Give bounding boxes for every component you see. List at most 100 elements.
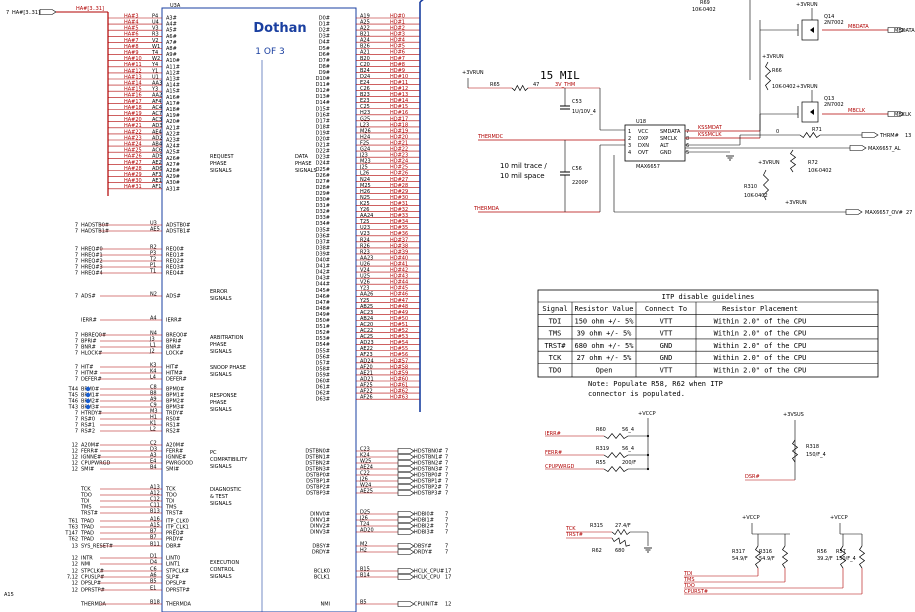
addr-ball-label: AE2 [152, 160, 162, 166]
dsr-label: DSR# [745, 474, 760, 480]
strobe-pin-name: BCLK0 [314, 569, 330, 575]
q13-mosfet [810, 109, 814, 115]
signal-ref: 12 [72, 562, 78, 568]
u18-pin-num: 8 [686, 136, 689, 142]
signal-net: A20M# [81, 443, 99, 449]
strobe-ball: AE25 [360, 488, 373, 494]
thrm-ref: 13 [905, 133, 911, 139]
signal-net: HREQ#0 [81, 247, 103, 253]
signal-pin-name: HITM# [166, 371, 183, 377]
addr-pin-name: A22# [166, 131, 180, 137]
term-resistor [754, 545, 762, 569]
data-pin-name: D19# [316, 130, 330, 136]
vccp-label-1: +VCCP [638, 411, 656, 417]
junction-dot [646, 453, 650, 457]
data-ball-label: G25 [360, 116, 370, 122]
strobe-ball: H2 [360, 547, 367, 553]
r65-value: 47 [533, 82, 539, 88]
data-ball-label: L23 [360, 122, 369, 128]
addr-net-label: HA#18 [124, 105, 142, 111]
data-net-label: HD#33 [390, 213, 408, 219]
u18-pin-num: 3 [628, 143, 631, 149]
signal-ball: A6 [150, 572, 157, 578]
strobe-net: DRDY# [414, 550, 432, 556]
thermda-label: THERMDA [473, 206, 500, 212]
data-net-label: HD#13 [390, 92, 408, 98]
signal-ref: T45 [68, 393, 78, 399]
ov-ref: 27 [906, 210, 912, 216]
data-net-label: HD#25 [390, 165, 408, 171]
response-label: RESPONSE [210, 393, 237, 399]
strobe-ref: 7 [445, 524, 448, 530]
data-ball-label: H23 [360, 110, 370, 116]
addr-ball-label: Y4 [151, 62, 158, 68]
pullup-value: 56_4 [622, 446, 634, 452]
data-ball-label: M26 [360, 128, 371, 134]
data-pin-name: D24# [316, 161, 330, 167]
addr-pin-name: A3# [166, 16, 177, 22]
data-pin-name: D54# [316, 342, 330, 348]
signal-pin-name: BPM1# [166, 393, 184, 399]
signal-net: HREQ#3 [81, 265, 103, 271]
data-net-label: HD#59 [390, 370, 408, 376]
signal-net: TCK [80, 487, 91, 493]
data-pin-name: D52# [316, 330, 330, 336]
r62-value: 680 [615, 548, 625, 554]
strobe-ref: 7 [445, 518, 448, 524]
signal-net: TPAD [80, 519, 94, 525]
strobe-ball: M2 [360, 541, 368, 547]
strobe-ref: 17 [445, 569, 451, 575]
r310-ref: R310 [744, 184, 757, 190]
data-pin-name: D58# [316, 366, 330, 372]
chip-part-number: 1 OF 3 [255, 47, 284, 57]
signal-ball: D4 [150, 559, 157, 565]
data-ball-label: T25 [359, 219, 369, 225]
signal-pin-name: PWRGOOD [166, 461, 193, 467]
signal-ref: 7 [75, 371, 78, 377]
r318-resistor [791, 439, 799, 463]
signal-ball: B13 [150, 508, 160, 514]
r65-ref: R65 [490, 82, 500, 88]
addr-net-label: HA#9 [124, 50, 139, 56]
data-net-label: HD#46 [390, 292, 408, 298]
signal-net: THERMDA [80, 602, 107, 608]
addr-net-label: HA#31 [124, 184, 142, 190]
r66-resistor [764, 61, 772, 91]
signal-ball: B7 [150, 534, 157, 540]
r71-ref: R71 [812, 127, 822, 133]
r69-value: 10K-0402 [692, 7, 716, 13]
data-ball-label: U26 [360, 261, 370, 267]
data-ball-label: C20 [360, 62, 370, 68]
data-ball-label: AD21 [360, 376, 374, 382]
addr-ball-label: AE1 [152, 178, 162, 184]
data-ball-label: A21 [360, 50, 370, 56]
jtag-label: CPURST# [684, 589, 708, 595]
addr-net-label: HA#14 [124, 81, 142, 87]
signal-ref: 12 [72, 455, 78, 461]
junction-dot [646, 467, 650, 471]
signal-pin-name: A20M# [166, 443, 184, 449]
signal-ball: K1 [150, 420, 156, 426]
data-ball-label: E23 [360, 98, 370, 104]
r71-resistor [799, 131, 821, 139]
addr-ball-label: AC4 [152, 105, 162, 111]
addr-ball-label: AF1 [152, 184, 161, 190]
data-pin-name: D21# [316, 143, 330, 149]
signal-ball: B5 [150, 578, 157, 584]
signal-pin-name: IGNNE# [166, 455, 186, 461]
trst-label: TRST# [565, 532, 583, 538]
addr-ball-label: AA2 [152, 93, 162, 99]
data-net-label: HD#56 [390, 352, 408, 358]
strobe-ref: 7 [445, 473, 448, 479]
signal-pin-name: ADSTB1# [166, 229, 190, 235]
data-net-label: HD#30 [390, 195, 408, 201]
itp-table-cell: VTT [660, 367, 673, 375]
arbitration-label: SIGNALS [210, 349, 232, 355]
signal-pin-name: LOCK# [166, 351, 184, 357]
data-ball-label: J23 [359, 153, 368, 159]
signal-pin-name: REQ3# [166, 265, 184, 271]
data-pin-name: D62# [316, 391, 330, 397]
r72-vrun: +3VRUN [785, 200, 807, 206]
signal-pin-name: ADSTB0# [166, 223, 190, 229]
data-net-label: HD#6 [390, 50, 405, 56]
